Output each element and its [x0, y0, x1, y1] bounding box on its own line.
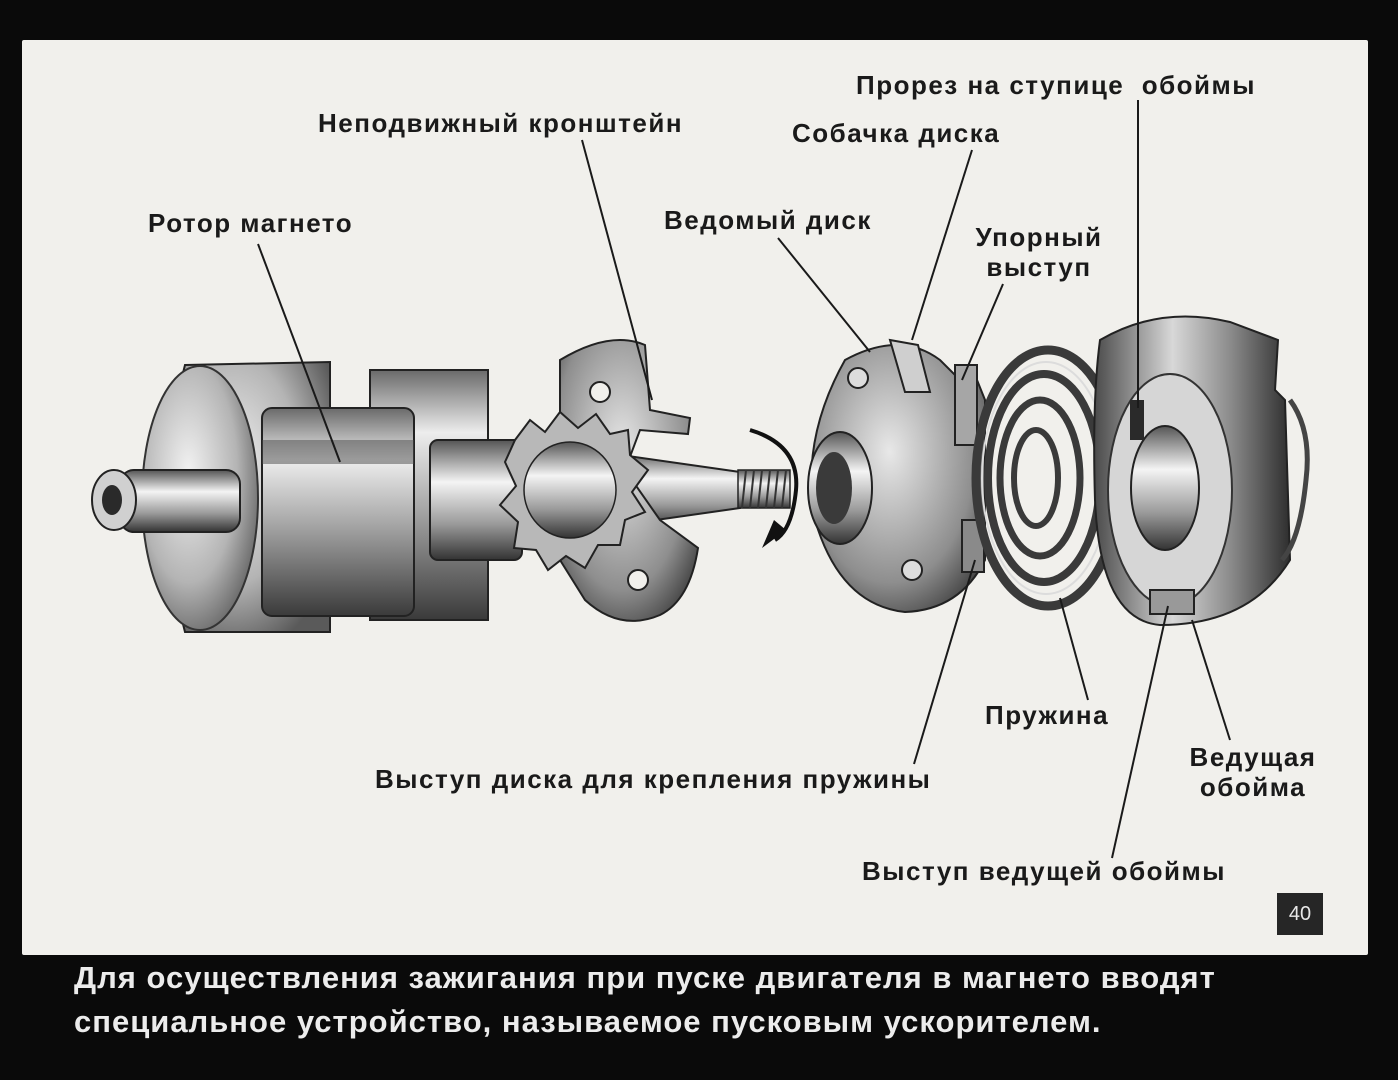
label-hub-slot: Прорез на ступице обоймы [856, 70, 1256, 100]
leader-lines [257, 100, 1231, 859]
cage-lug [1149, 589, 1195, 615]
disc-rivet-top [847, 367, 869, 389]
label-driven-disc: Ведомый диск [664, 205, 872, 235]
caption: Для осуществления зажигания при пуске дв… [74, 956, 1324, 1044]
rotor-band [262, 440, 414, 464]
fixed-bracket [498, 339, 700, 622]
leader-drive-cage [1191, 619, 1231, 741]
hub-slot [1130, 400, 1144, 440]
disc-dog [888, 338, 932, 393]
disc-rivet-bottom [901, 559, 923, 581]
leader-cage-lug [1111, 605, 1169, 859]
driven-disc [807, 338, 986, 614]
driven-disc-bore [816, 452, 852, 524]
caption-line-2: специальное устройство, называемое пуско… [74, 1004, 1102, 1039]
leader-spring [1059, 597, 1089, 701]
cage-clip [1280, 398, 1310, 562]
caption-line-1: Для осуществления зажигания при пуске дв… [74, 960, 1216, 995]
leader-disc-dog [911, 149, 973, 341]
leader-rotor [257, 243, 341, 463]
thread-lines [741, 469, 787, 509]
label-drive-cage-line1: Ведущая [1189, 742, 1317, 772]
leader-disc-lug [913, 559, 976, 765]
leader-stop-lug [961, 283, 1004, 381]
label-cage-lug: Выступ ведущей обоймы [862, 856, 1226, 886]
label-rotor: Ротор магнето [148, 208, 354, 238]
rotor-nose-hole [102, 485, 122, 515]
leader-driven-disc [777, 237, 871, 353]
label-stop-lug-line2: выступ [986, 252, 1092, 282]
gear-hub [523, 441, 617, 539]
label-drive-cage-line2: обойма [1199, 772, 1307, 802]
slide-number-badge: 40 [1277, 893, 1323, 935]
drive-cage-hub [1130, 425, 1200, 551]
shaft-thread [737, 469, 791, 509]
label-fixed-bracket: Неподвижный кронштейн [318, 108, 684, 138]
rotation-arrow [749, 428, 799, 548]
label-disc-dog: Собачка диска [792, 118, 1001, 148]
label-drive-cage: Ведущая обойма [1178, 742, 1328, 802]
label-stop-lug-line1: Упорный [975, 222, 1103, 252]
leader-bracket [581, 139, 653, 401]
rotor-nose-shaft [119, 469, 241, 533]
label-stop-lug: Упорный выступ [964, 222, 1114, 282]
rotor-pole [261, 407, 415, 617]
bracket-hole-bottom [627, 569, 649, 591]
label-disc-lug: Выступ диска для крепления пружины [375, 764, 932, 794]
drive-cage [1093, 315, 1310, 627]
bracket-hole-top [589, 381, 611, 403]
rotor-magneto [91, 360, 489, 633]
disc-stop-lug [954, 364, 978, 446]
label-spring: Пружина [985, 700, 1110, 730]
spring-coil-inner [1011, 427, 1061, 529]
spring-coil-3 [996, 396, 1084, 560]
rotation-arrowhead [762, 520, 786, 548]
